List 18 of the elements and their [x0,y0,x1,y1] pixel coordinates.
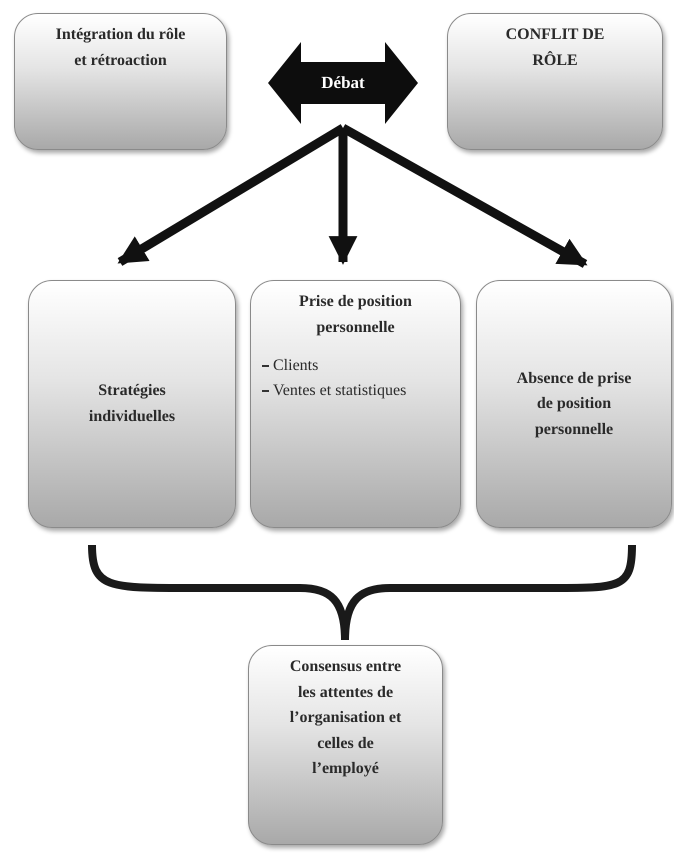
process-box [447,13,663,150]
box-title: Consensus entre les attentes de l’organisation et celles de l’employé [288,657,402,780]
arrow [118,124,346,266]
process-box [250,280,461,528]
arrow [340,124,588,268]
process-box [476,280,672,528]
list-item: Ventes et statistiques [263,379,406,403]
box-title: Absence de prise de position personnelle [516,368,632,440]
arrow-label: Débat [321,73,365,93]
box-title: Stratégies individuelles [88,381,176,427]
result-box [248,645,443,845]
process-box [14,13,227,150]
box-title: Intégration du rôle et rétroaction [54,25,186,71]
list-item: Clients [263,354,318,378]
process-box [28,280,236,528]
box-title: Prise de position personnelle [298,292,413,338]
double-arrow [268,42,418,124]
box-title: CONFLIT DE RÔLE [504,25,606,71]
